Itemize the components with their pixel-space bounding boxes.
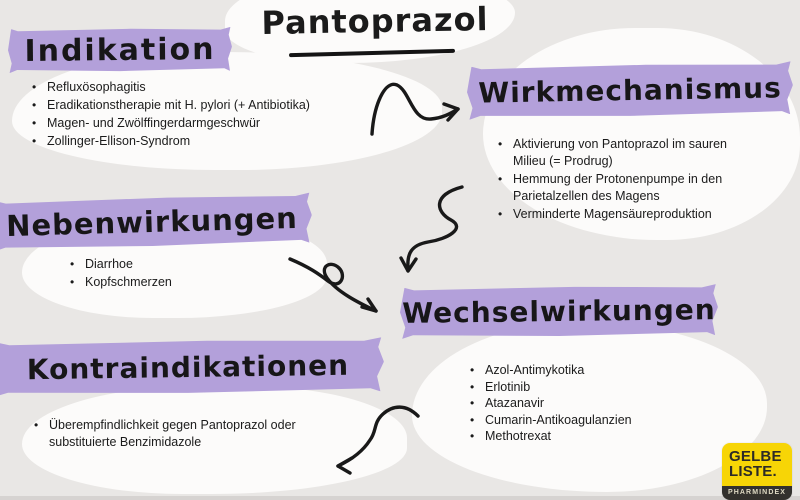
list-item: Diarrhoe [68, 256, 268, 273]
section-heading: Wechselwirkungen [402, 293, 716, 330]
section-heading: Nebenwirkungen [5, 200, 299, 244]
indikation-list: Refluxösophagitis Eradikationstherapie m… [30, 79, 365, 151]
page-title: Pantoprazol [261, 0, 489, 42]
bottom-edge-shadow [0, 496, 800, 500]
section-header-indikation: Indikation [8, 27, 232, 73]
kontraindikationen-list: Überempfindlichkeit gegen Pantoprazol od… [32, 417, 332, 452]
list-item: Hemmung der Protonenpumpe in den Parieta… [496, 171, 758, 205]
list-item: Azol-Antimykotika [468, 363, 708, 379]
wechselwirkungen-list: Azol-Antimykotika Erlotinib Atazanavir C… [468, 363, 708, 446]
s-curve-arrow-icon [370, 82, 460, 136]
loop-arrow-icon [288, 257, 378, 313]
section-heading: Wirkmechanismus [477, 71, 782, 110]
list-item: Atazanavir [468, 396, 708, 412]
list-item: Zollinger-Ellison-Syndrom [30, 133, 365, 150]
section-heading: Indikation [24, 31, 216, 69]
list-item: Überempfindlichkeit gegen Pantoprazol od… [32, 417, 332, 451]
left-squiggle-arrow-icon [336, 405, 420, 475]
logo-line1: GELBE [729, 448, 782, 465]
gelbe-liste-logo-text: GELBE LISTE. [722, 443, 792, 486]
section-header-wirkmechanismus: Wirkmechanismus [467, 61, 794, 120]
list-item: Erlotinib [468, 380, 708, 396]
gelbe-liste-logo: GELBE LISTE. PHARMINDEX [722, 443, 792, 500]
list-item: Refluxösophagitis [30, 79, 365, 96]
list-item: Cumarin-Antikoagulanzien [468, 413, 708, 429]
logo-line2: LISTE. [729, 462, 777, 480]
section-header-wechselwirkungen: Wechselwirkungen [400, 284, 719, 339]
list-item: Eradikationstherapie mit H. pylori (+ An… [30, 97, 365, 114]
nebenwirkungen-list: Diarrhoe Kopfschmerzen [68, 256, 268, 292]
list-item: Verminderte Magensäureproduktion [496, 206, 758, 223]
logo-pharmindex-label: PHARMINDEX [722, 486, 792, 500]
list-item: Kopfschmerzen [68, 274, 268, 291]
list-item: Magen- und Zwölffingerdarmgeschwür [30, 115, 365, 132]
section-heading: Kontraindikationen [26, 348, 350, 386]
down-squiggle-arrow-icon [399, 185, 464, 273]
section-header-kontraindikationen: Kontraindikationen [0, 337, 384, 396]
list-item: Methotrexat [468, 429, 708, 445]
list-item: Aktivierung von Pantoprazol im sauren Mi… [496, 136, 758, 170]
wirkmechanismus-list: Aktivierung von Pantoprazol im sauren Mi… [496, 136, 758, 224]
